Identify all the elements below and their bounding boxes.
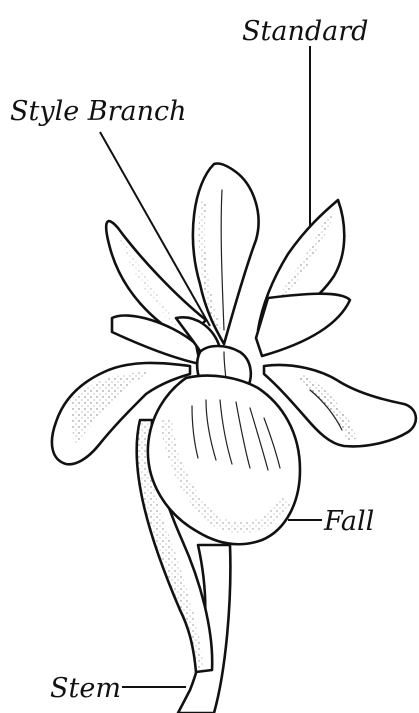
style-branch-label: Style Branch bbox=[10, 96, 187, 127]
fall-label: Fall bbox=[323, 506, 374, 537]
stem-label: Stem bbox=[50, 673, 121, 704]
standard-label: Standard bbox=[242, 16, 368, 47]
